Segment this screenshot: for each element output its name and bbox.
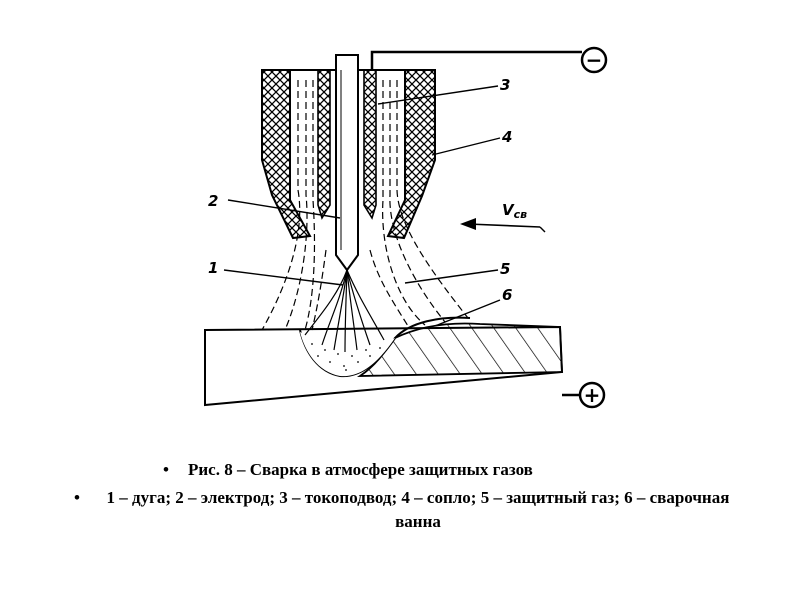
weld-pool-fill xyxy=(300,332,395,377)
label-nozzle: 4 xyxy=(501,128,512,146)
label-current-lead: 3 xyxy=(500,76,510,94)
caption-title-item: • Рис. 8 – Сварка в атмосфере защитных г… xyxy=(0,458,800,482)
plus-terminal-icon: + xyxy=(578,381,606,409)
label-arc: 1 xyxy=(208,259,218,277)
caption-title: Рис. 8 – Сварка в атмосфере защитных газ… xyxy=(188,460,533,479)
bullet: • xyxy=(163,460,169,479)
caption-legend: 1 – дуга; 2 – электрод; 3 – токоподвод; … xyxy=(106,488,730,531)
electrode xyxy=(335,54,359,272)
plus-sign: + xyxy=(584,383,601,407)
label-electrode: 2 xyxy=(208,192,218,210)
current-lead xyxy=(317,69,377,220)
caption-legend-item: • 1 – дуга; 2 – электрод; 3 – токоподвод… xyxy=(0,486,800,534)
arc xyxy=(304,269,385,353)
welding-diagram: − + xyxy=(204,46,608,409)
bullet: • xyxy=(74,488,80,507)
minus-terminal-icon: − xyxy=(580,46,608,74)
label-shield-gas: 5 xyxy=(500,260,510,278)
caption: • Рис. 8 – Сварка в атмосфере защитных г… xyxy=(0,458,800,534)
label-weld-pool: 6 xyxy=(502,286,512,304)
speed-label: Vсв xyxy=(502,201,527,221)
shield-gas-flow xyxy=(261,80,469,331)
leaders xyxy=(223,85,501,327)
speed-arrow-icon xyxy=(460,218,546,233)
negative-lead xyxy=(370,50,582,70)
nozzle xyxy=(261,69,436,240)
minus-sign: − xyxy=(586,48,603,72)
weld-pool-dots xyxy=(311,343,381,371)
